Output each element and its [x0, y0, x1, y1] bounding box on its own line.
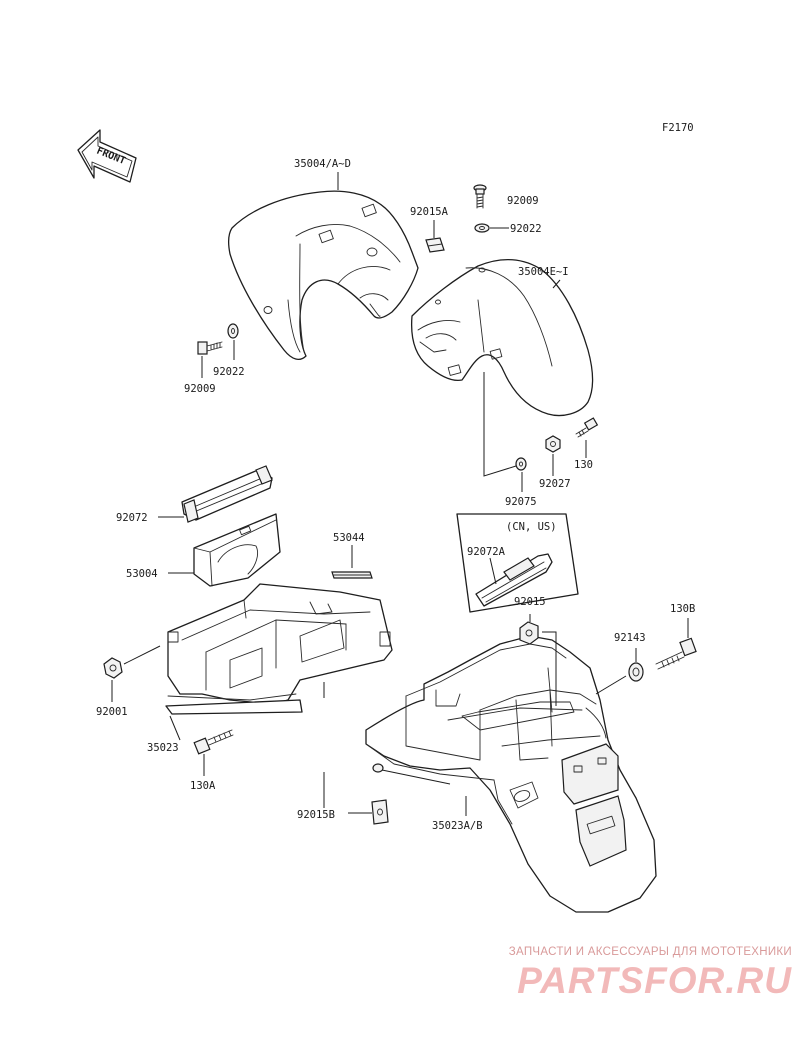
watermark-logo: PARTSFOR.RU: [517, 960, 792, 1001]
washer-92022-top: [474, 223, 490, 233]
bolt-92009-top: [473, 184, 487, 209]
label-92143: 92143: [614, 632, 646, 644]
bolt-130a: [193, 729, 234, 755]
label-92072a: 92072A: [467, 546, 506, 558]
pad-53044: [331, 571, 373, 579]
diagram-code: F2170: [662, 122, 694, 134]
label-92009-top: 92009: [507, 195, 539, 207]
label-35004-e-i: 35004E~I: [518, 266, 569, 278]
label-92015b: 92015B: [297, 809, 335, 821]
label-92022-left: 92022: [213, 366, 245, 378]
region-inset: (CN, US): [456, 513, 579, 613]
rear-fender-35023ab: [365, 635, 657, 913]
washer-92075: [515, 457, 527, 471]
label-53044: 53044: [333, 532, 365, 544]
front-fender-front-half: [228, 190, 419, 361]
cover-53004: [193, 513, 281, 587]
nut-92027: [545, 435, 561, 453]
watermark-tagline: ЗАПЧАСТИ И АКСЕССУАРЫ ДЛЯ МОТОТЕХНИКИ: [508, 946, 792, 958]
label-130a: 130A: [190, 780, 216, 792]
nut-92001: [103, 657, 123, 679]
region-note: (CN, US): [506, 521, 557, 533]
front-arrow-icon: FRONT: [77, 129, 137, 183]
label-53004: 53004: [126, 568, 158, 580]
clip-92015a: [425, 237, 445, 253]
collar-92143: [628, 662, 644, 682]
bracket-35023: [165, 583, 393, 715]
front-fender-rear-half: [410, 258, 594, 417]
label-35023ab: 35023A/B: [432, 820, 483, 832]
label-92009-left: 92009: [184, 383, 216, 395]
label-92015a: 92015A: [410, 206, 449, 218]
clip-92015b: [371, 799, 389, 825]
bolt-92009-left: [197, 341, 223, 355]
label-130: 130: [574, 459, 593, 471]
label-92072: 92072: [116, 512, 148, 524]
nut-92015: [519, 621, 539, 645]
label-35023: 35023: [147, 742, 179, 754]
label-92015: 92015: [514, 596, 546, 608]
washer-92022-left: [227, 323, 239, 339]
label-92027: 92027: [539, 478, 571, 490]
bolt-130: [575, 417, 599, 438]
rivet-92015b: [372, 763, 384, 773]
label-92022-top: 92022: [510, 223, 542, 235]
bolt-130b: [655, 637, 697, 670]
strap-92072: [181, 465, 273, 523]
label-92075: 92075: [505, 496, 537, 508]
label-35004-a-d: 35004/A~D: [294, 158, 351, 170]
label-130b: 130B: [670, 603, 695, 615]
label-92001: 92001: [96, 706, 128, 718]
